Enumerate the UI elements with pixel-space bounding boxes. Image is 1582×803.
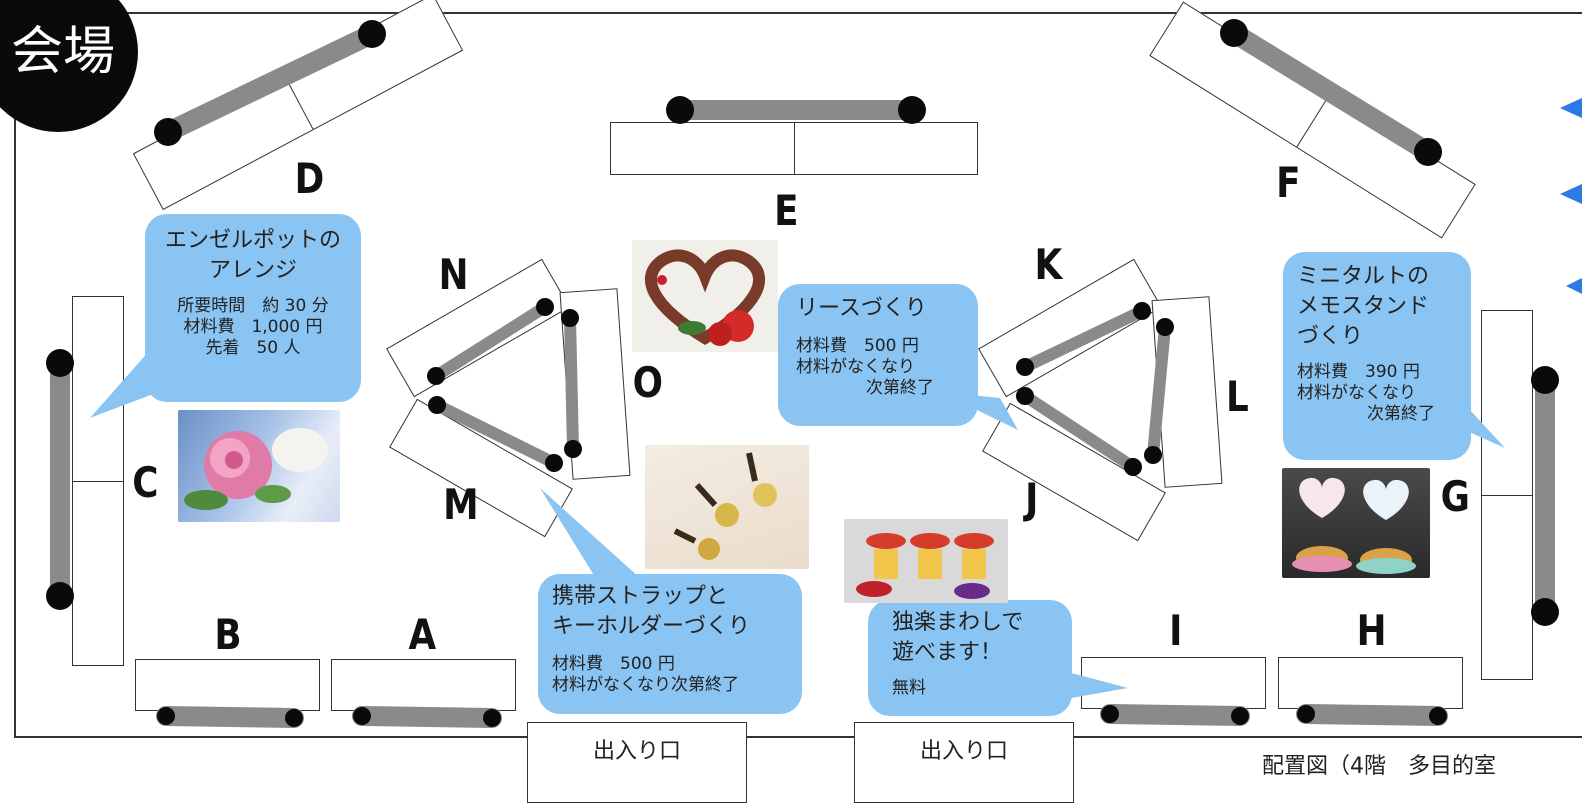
booth-label-g: G: [1440, 472, 1470, 521]
strap-title-1: 携帯ストラップと: [552, 584, 729, 609]
tart-memo-stand-photo: [1282, 468, 1430, 578]
booth-label-l: L: [1226, 372, 1249, 421]
table-e: [610, 122, 978, 175]
booth-label-a: A: [408, 610, 437, 659]
tart-line-3: 次第終了: [1367, 404, 1435, 424]
booth-label-c: C: [132, 458, 159, 507]
spinning-top-title-1: 独楽まわしで: [892, 610, 1024, 635]
entrance-right-label: 出入り口: [919, 739, 1008, 764]
tart-title-3: づくり: [1297, 324, 1364, 349]
bubble-tart: ミニタルトの メモスタンド づくり 材料費 390 円 材料がなくなり 次第終了: [1283, 252, 1471, 460]
booth-label-i: I: [1169, 606, 1183, 655]
booth-label-f: F: [1276, 158, 1301, 207]
strap-line-2: 材料がなくなり次第終了: [552, 675, 739, 695]
keychain-strap-photo: [645, 445, 809, 569]
bubble-angel-pot: エンゼルポットの アレンジ 所要時間 約 30 分 材料費 1,000 円 先着…: [145, 214, 361, 402]
heart-wreath-photo: [632, 240, 778, 352]
table-h: [1278, 657, 1463, 709]
room-outline: [14, 12, 1582, 738]
table-g: [1481, 310, 1533, 680]
tart-title-1: ミニタルトの: [1297, 264, 1430, 289]
entrance-left: 出入り口: [527, 722, 747, 803]
booth-label-j: J: [1025, 474, 1039, 523]
wreath-line-1: 材料費 500 円: [796, 336, 919, 356]
spinning-top-photo: [844, 519, 1008, 603]
tart-line-2: 材料がなくなり: [1297, 383, 1416, 403]
table-i: [1081, 657, 1266, 709]
bubble-spinning-top: 独楽まわしで 遊べます！ 無料: [868, 600, 1072, 716]
entrance-right: 出入り口: [854, 722, 1074, 803]
angel-pot-line-3: 先着 50 人: [205, 338, 301, 358]
booth-label-d: D: [294, 154, 325, 203]
booth-label-e: E: [774, 186, 799, 235]
rose-flower-photo: [178, 410, 340, 522]
spinning-top-title-2: 遊べます！: [892, 640, 1003, 665]
booth-label-o: O: [632, 358, 664, 407]
wreath-title: リースづくり: [796, 296, 927, 321]
table-b: [135, 659, 320, 711]
bubble-strap: 携帯ストラップと キーホルダーづくり 材料費 500 円 材料がなくなり次第終了: [538, 574, 802, 714]
bubble-wreath: リースづくり 材料費 500 円 材料がなくなり 次第終了: [778, 284, 978, 426]
angel-pot-title-1: エンゼルポットの: [164, 228, 341, 253]
booth-label-m: M: [443, 480, 479, 529]
entrance-left-label: 出入り口: [592, 739, 681, 764]
booth-label-b: B: [214, 610, 242, 659]
angel-pot-line-1: 所要時間 約 30 分: [177, 296, 329, 316]
angel-pot-title-2: アレンジ: [208, 258, 297, 283]
table-c: [72, 296, 124, 666]
tart-line-1: 材料費 390 円: [1297, 362, 1420, 382]
strap-title-2: キーホルダーづくり: [552, 614, 751, 639]
venue-label: 会場: [10, 22, 115, 82]
floor-plan-caption: 配置図（4階 多目的室: [1262, 754, 1496, 779]
spinning-top-line-1: 無料: [892, 678, 926, 698]
wreath-line-2: 材料がなくなり: [796, 357, 915, 377]
tart-title-2: メモスタンド: [1297, 294, 1430, 319]
booth-label-n: N: [438, 250, 469, 299]
booth-label-h: H: [1356, 606, 1387, 655]
booth-label-k: K: [1034, 240, 1063, 289]
angel-pot-line-2: 材料費 1,000 円: [183, 317, 323, 337]
arrow-icon: [1560, 98, 1582, 294]
wreath-line-3: 次第終了: [866, 378, 934, 398]
strap-line-1: 材料費 500 円: [552, 654, 675, 674]
